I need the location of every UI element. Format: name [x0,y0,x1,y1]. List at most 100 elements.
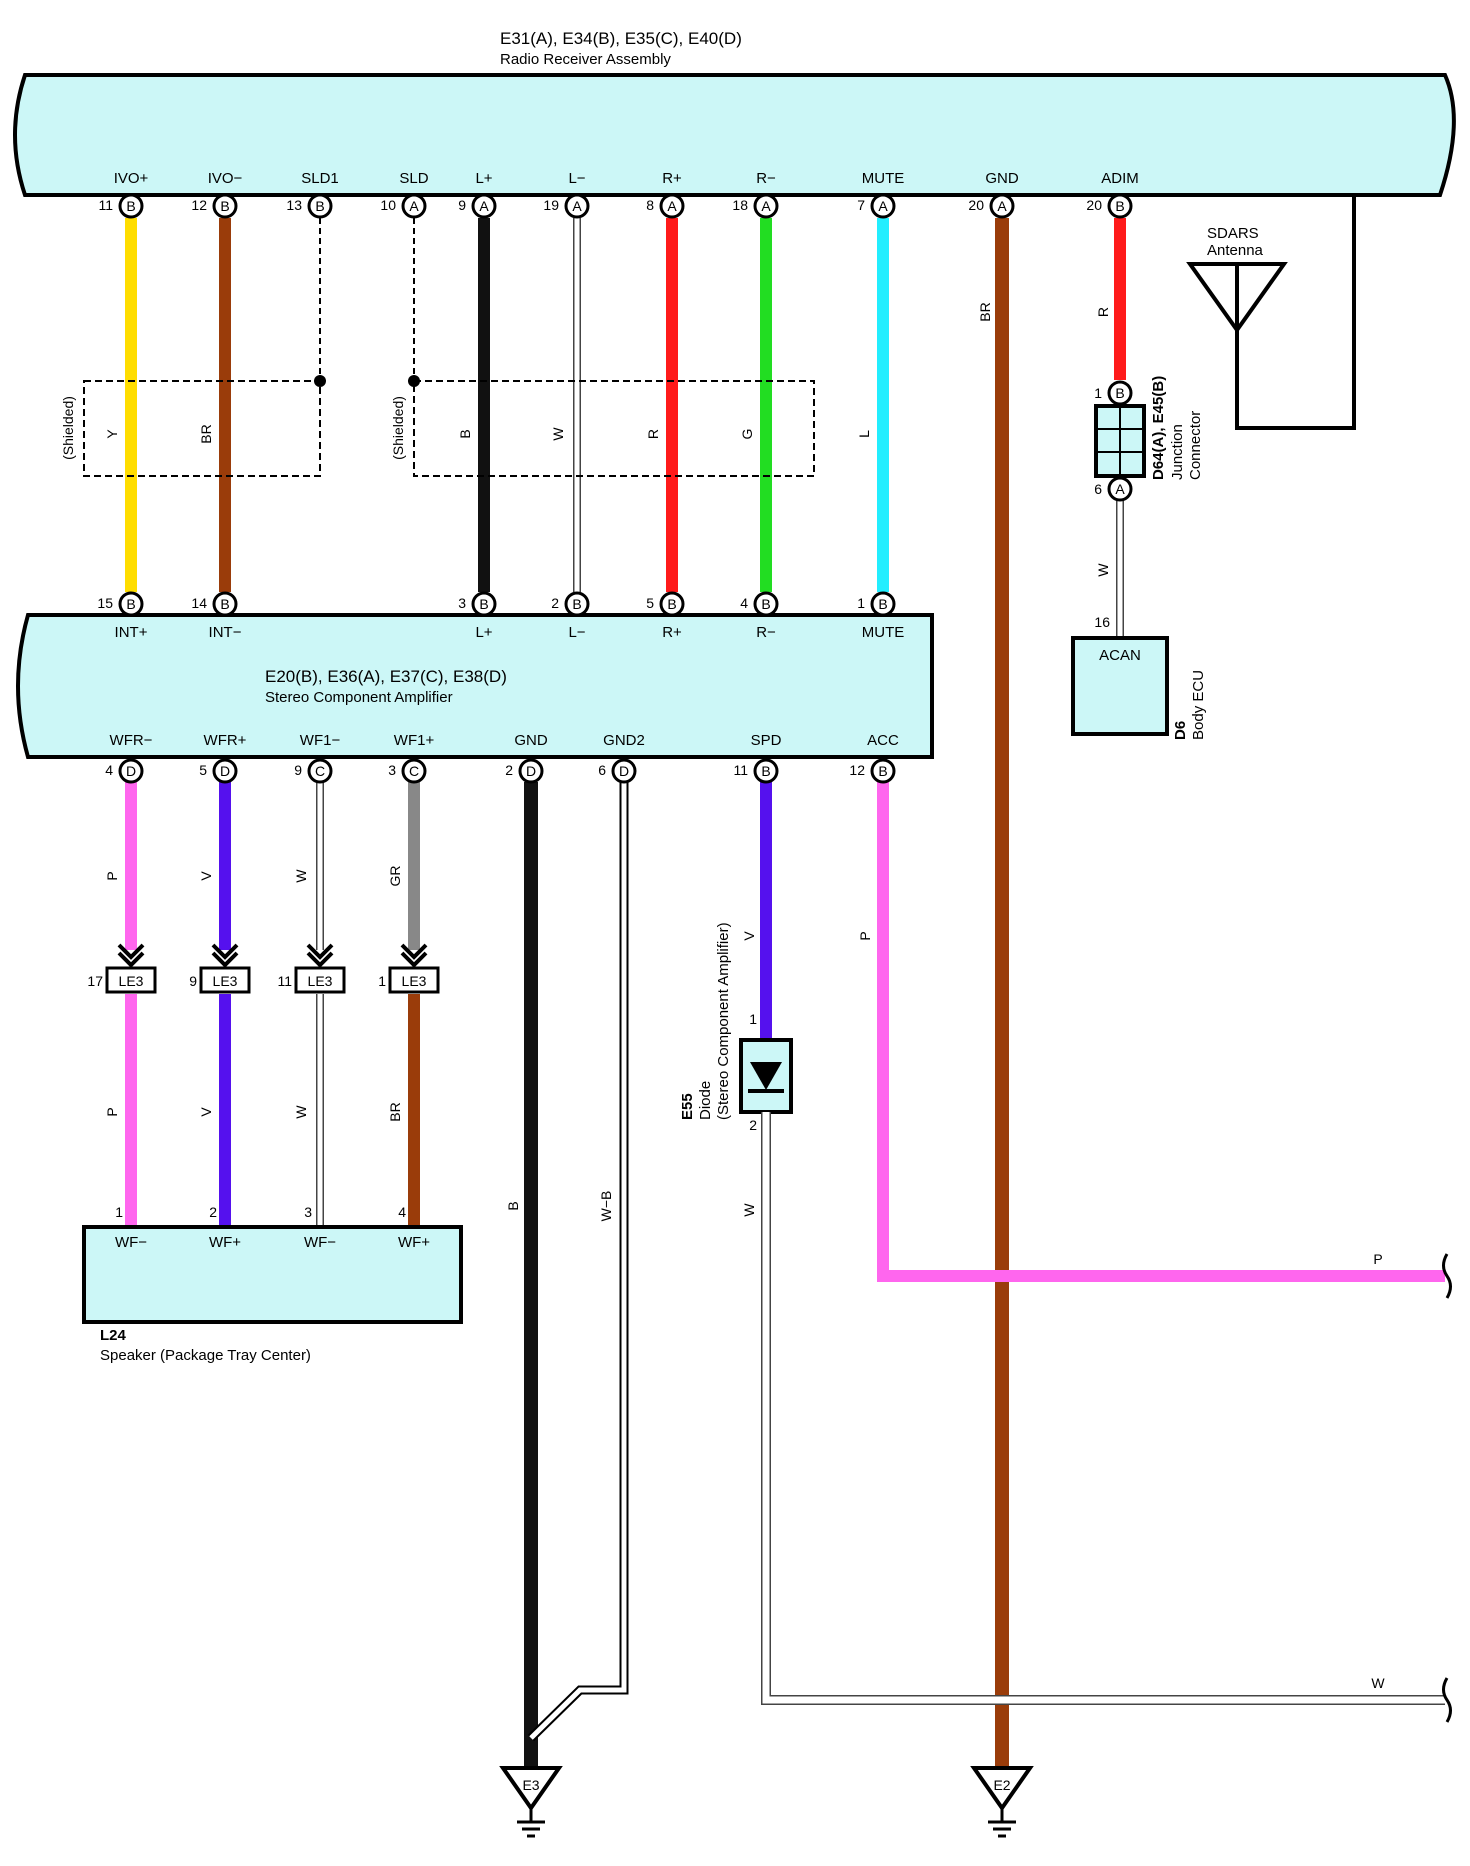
amp-pin-number: 9 [294,762,302,778]
amp-pin-label: WFR− [110,732,153,749]
amp-terminal [401,758,427,784]
le3-connector [199,966,251,994]
amp-terminal-letter: B [572,596,581,612]
amp-terminal [870,591,896,617]
radio-terminal [659,193,685,219]
amp-pin-number: 15 [97,595,113,611]
amp-pin-label: INT+ [115,624,148,641]
radio-pin-label: SLD1 [301,170,339,187]
le3-label: LE3 [308,973,333,989]
radio-pin-label: IVO+ [114,170,149,187]
body-ecu-box [1071,636,1169,736]
amp-pin-label: GND2 [603,732,645,749]
radio-pin-label: R− [756,170,776,187]
body-ecu-terminal: ACAN [1099,647,1141,664]
amp-terminal-letter: D [126,763,136,779]
radio-terminal-letter: A [572,198,582,214]
junction-pin: 6 [1094,481,1102,497]
amp-pin-number: 1 [857,595,865,611]
amp-terminal [659,591,685,617]
amp-terminal [611,758,637,784]
wire-code: BR [977,302,993,321]
le3-connector [294,966,346,994]
amp-pin-label: R+ [662,624,682,641]
radio-pin-number: 12 [191,197,207,213]
amp-pin-label: ACC [867,732,899,749]
amp-pin-number: 3 [458,595,466,611]
amp-pin-label: WF1+ [394,732,435,749]
amp-pin-label: INT− [209,624,242,641]
radio-name: Radio Receiver Assembly [500,51,671,68]
antenna-cable [1235,195,1356,430]
wire-code: R [645,429,661,439]
radio-terminal [753,193,779,219]
speaker-pin-number: 3 [304,1204,312,1220]
connector-arrow-icon [117,943,145,960]
radio-terminal-letter: A [409,198,419,214]
wire-code: W [1095,563,1111,577]
amp-pin-number: 5 [199,762,207,778]
amp-pin-label: GND [514,732,548,749]
speaker-pin-label: WF− [304,1234,336,1251]
le3-pin: 1 [378,973,386,989]
junction-pin: 1 [1094,385,1102,401]
le3-label: LE3 [213,973,238,989]
radio-terminal [471,193,497,219]
amp-pin-number: 6 [598,762,606,778]
radio-terminal-letter: A [667,198,677,214]
radio-pin-number: 13 [286,197,302,213]
wire-gnd2 [527,782,629,1742]
shielded-label: (Shielded) [390,396,406,460]
radio-pin-label: L+ [475,170,492,187]
radio-terminal-letter: B [220,198,229,214]
speaker-pin-number: 4 [398,1204,406,1220]
continuation-break-icon [1442,1677,1452,1723]
radio-pin-number: 10 [380,197,396,213]
amp-terminal-letter: B [761,596,770,612]
radio-terminal-letter: B [315,198,324,214]
amp-terminal [212,758,238,784]
speaker-code: L24 [100,1327,127,1344]
diode-code: E55 [679,1093,696,1120]
amp-terminal-letter: B [667,596,676,612]
radio-terminal-letter: A [479,198,489,214]
speaker-pin-label: WF+ [398,1234,430,1251]
amp-terminal-letter: B [479,596,488,612]
diode-pin: 2 [749,1117,757,1133]
junction-label: Connector [1187,411,1204,480]
radio-terminal-letter: A [997,198,1007,214]
amp-pin-label: R− [756,624,776,641]
connector-arrow-icon [306,943,334,960]
wire-code: W [741,1203,757,1217]
amp-terminal-letter: D [619,763,629,779]
radio-pin-number: 20 [1086,197,1102,213]
radio-terminal [870,193,896,219]
amp-terminal [518,758,544,784]
radio-terminal [307,193,333,219]
amp-codes: E20(B), E36(A), E37(C), E38(D) [265,667,507,686]
speaker-pin-number: 2 [209,1204,217,1220]
amp-pin-number: 5 [646,595,654,611]
radio-pin-label: SLD [399,170,428,187]
wire-gnd2-core [529,782,627,1740]
amp-pin-label: SPD [751,732,782,749]
amp-pin-number: 3 [388,762,396,778]
le3-connector [388,966,440,994]
amp-terminal-letter: B [126,596,135,612]
radio-pin-number: 7 [857,197,865,213]
radio-pin-label: MUTE [862,170,905,187]
radio-pin-label: R+ [662,170,682,187]
le3-pin: 17 [87,973,103,989]
wire-diode-out-core [762,1112,1445,1704]
amp-pin-label: MUTE [862,624,905,641]
radio-pin-label: GND [985,170,1019,187]
amp-terminal-letter: C [409,763,419,779]
radio-receiver-box [13,73,1456,197]
amp-pin-number: 11 [733,762,748,778]
body-ecu-pin: 16 [1094,614,1110,630]
junction-code: D64(A), E45(B) [1150,376,1167,480]
ground-label: E2 [993,1777,1010,1793]
amp-pin-label: L+ [475,624,492,641]
amp-pin-label: L− [568,624,585,641]
